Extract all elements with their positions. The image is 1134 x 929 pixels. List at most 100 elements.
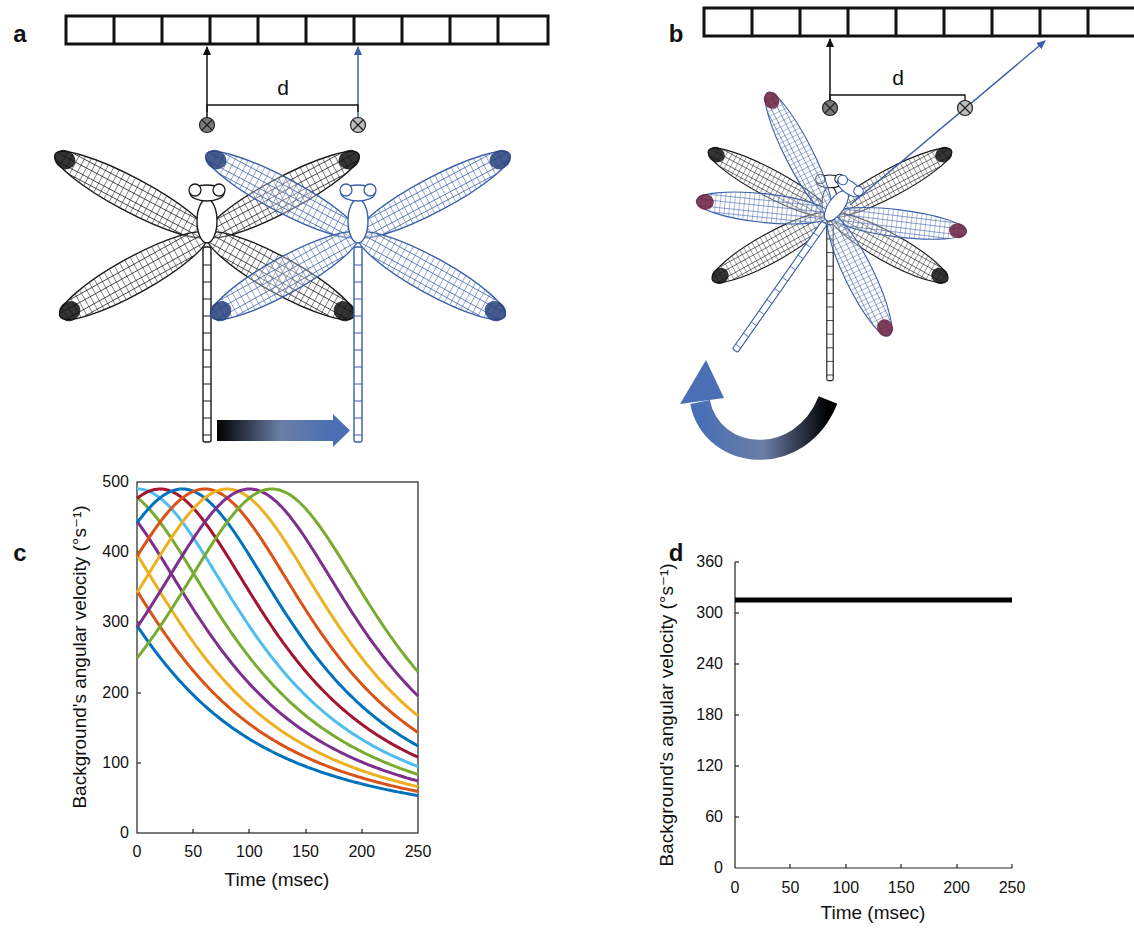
wing-vein bbox=[867, 208, 870, 231]
wing-vein bbox=[805, 180, 825, 190]
wing-vein bbox=[795, 199, 798, 223]
wing-vein bbox=[786, 145, 809, 157]
abdomen-segment bbox=[790, 266, 795, 270]
wing-vein bbox=[887, 170, 899, 193]
figure-part bbox=[47, 139, 216, 332]
wing-vein bbox=[890, 240, 903, 264]
tick-label: 180 bbox=[696, 706, 723, 724]
abdomen-segment bbox=[814, 233, 819, 237]
wing-vein bbox=[210, 153, 357, 231]
wing-vein bbox=[430, 178, 445, 207]
panel-letter: d bbox=[669, 540, 684, 566]
wing-vein bbox=[297, 249, 313, 278]
wing-vein bbox=[303, 196, 317, 223]
wing-vein bbox=[853, 208, 855, 228]
wing-vein bbox=[914, 213, 917, 238]
wing-vein bbox=[740, 159, 751, 180]
wing-vein bbox=[157, 244, 172, 272]
wing-vein bbox=[863, 300, 885, 311]
abdomen-segment bbox=[354, 333, 362, 334]
wing-vein bbox=[938, 218, 941, 239]
wing-vein bbox=[399, 196, 413, 223]
wing-vein bbox=[820, 207, 821, 221]
wing-vein bbox=[895, 243, 908, 267]
wing-vein bbox=[468, 161, 481, 185]
wing-vein bbox=[832, 236, 853, 246]
wing-vein bbox=[298, 193, 313, 221]
wing-vein bbox=[276, 260, 293, 291]
wing-vein bbox=[61, 234, 203, 313]
wing-vein bbox=[261, 270, 278, 300]
wing-vein bbox=[444, 273, 460, 302]
tick-label: 0 bbox=[120, 824, 129, 842]
wing-vein bbox=[732, 256, 743, 276]
wing-vein bbox=[84, 161, 97, 185]
wing-vein bbox=[240, 283, 255, 309]
wing-vein bbox=[792, 158, 815, 170]
wing-vein bbox=[479, 157, 490, 178]
wing-vein bbox=[788, 149, 812, 161]
wing-vein bbox=[783, 141, 806, 153]
wing-vein bbox=[790, 198, 793, 223]
abdomen-segment bbox=[827, 361, 833, 362]
view-ray bbox=[850, 41, 1045, 205]
wing-vein bbox=[923, 154, 933, 172]
wing-tip bbox=[928, 265, 951, 287]
abdomen-segment bbox=[782, 277, 787, 281]
wing-vein bbox=[724, 193, 726, 216]
wing-vein bbox=[918, 156, 928, 176]
abdomen bbox=[203, 247, 211, 442]
panel-letter: a bbox=[13, 21, 26, 47]
wing-vein bbox=[409, 190, 424, 218]
wing bbox=[695, 187, 832, 230]
wing-vein bbox=[104, 170, 119, 198]
wing-vein bbox=[147, 193, 162, 221]
wing-tip bbox=[709, 265, 732, 287]
wing-vein bbox=[136, 255, 153, 285]
wing-vein bbox=[474, 159, 486, 182]
abdomen-segment bbox=[203, 418, 211, 419]
abdomen-segment bbox=[203, 401, 211, 402]
wing-vein bbox=[843, 261, 868, 273]
tick-label: 100 bbox=[236, 843, 263, 861]
wing-vein bbox=[847, 226, 948, 238]
distance-bracket bbox=[207, 105, 358, 112]
wing-vein bbox=[719, 193, 721, 214]
wing-vein bbox=[255, 170, 270, 198]
wing-vein bbox=[909, 159, 920, 180]
wing-tip bbox=[874, 317, 896, 340]
wing-vein bbox=[933, 217, 936, 239]
wing-vein bbox=[802, 175, 823, 186]
wing-vein bbox=[782, 227, 795, 250]
abdomen-segment bbox=[798, 255, 803, 259]
abdomen-segment bbox=[203, 265, 211, 266]
wing-vein bbox=[158, 199, 172, 225]
wing-vein bbox=[314, 203, 327, 228]
wing-vein bbox=[748, 163, 760, 186]
wing-vein bbox=[59, 153, 206, 231]
wing-vein bbox=[361, 243, 498, 319]
wing-vein bbox=[752, 243, 765, 267]
wing-vein bbox=[841, 256, 866, 268]
wing-vein bbox=[271, 263, 288, 294]
velocity-curve bbox=[137, 489, 418, 767]
wing-vein bbox=[744, 248, 757, 271]
wing-vein bbox=[397, 247, 413, 276]
wing-vein bbox=[237, 203, 250, 228]
wing-vein bbox=[130, 258, 147, 289]
wing-vein bbox=[774, 120, 795, 131]
wing-vein bbox=[892, 167, 904, 190]
head bbox=[190, 185, 224, 201]
wing-vein bbox=[325, 238, 338, 261]
tick-label: 250 bbox=[999, 879, 1026, 897]
wing-tip bbox=[696, 193, 715, 211]
wing-vein bbox=[109, 173, 124, 202]
wing bbox=[202, 219, 366, 332]
wing-vein bbox=[321, 290, 334, 313]
wing-vein bbox=[871, 208, 874, 232]
wing-vein bbox=[369, 234, 379, 253]
wing-vein bbox=[434, 266, 451, 296]
wing-vein bbox=[439, 270, 456, 300]
eye bbox=[189, 184, 201, 196]
